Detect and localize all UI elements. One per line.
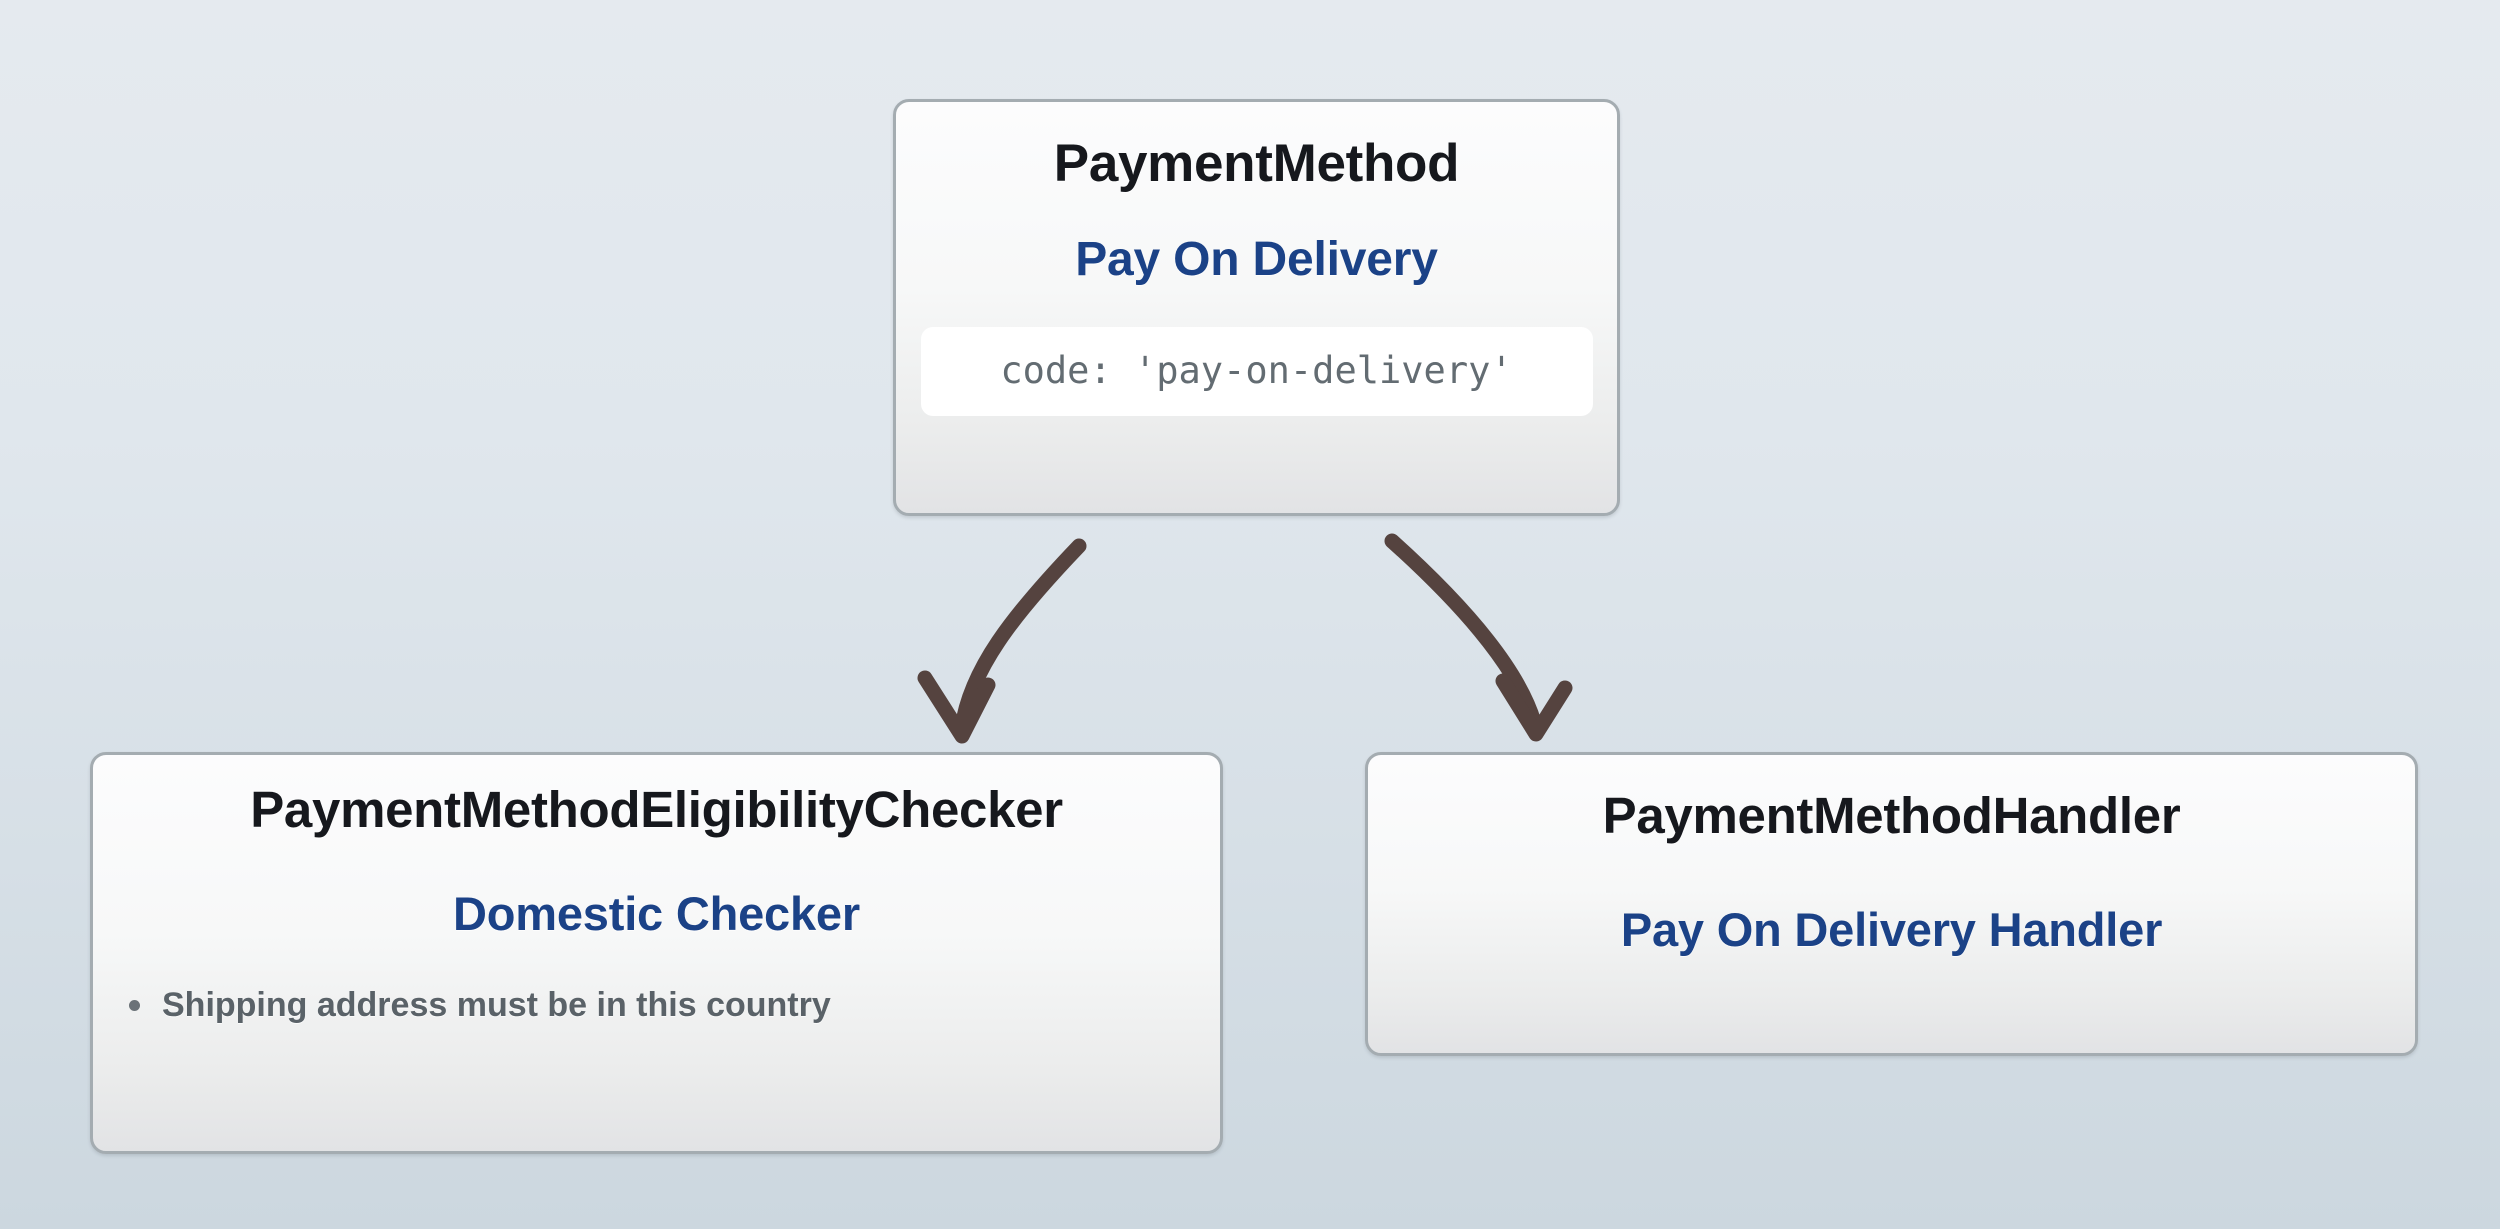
node-payment-method-type: PaymentMethod xyxy=(1053,134,1460,193)
criteria-text: Shipping address must be in this country xyxy=(162,985,831,1024)
node-eligibility-checker-criteria-list: Shipping address must be in this country xyxy=(93,986,1220,1025)
node-payment-method[interactable]: PaymentMethod Pay On Delivery code: 'pay… xyxy=(893,99,1620,516)
node-payment-handler[interactable]: PaymentMethodHandler Pay On Delivery Han… xyxy=(1365,752,2418,1056)
edge-to-payment-handler-arrow xyxy=(1384,533,1573,742)
node-payment-handler-type: PaymentMethodHandler xyxy=(1602,787,2181,844)
node-payment-method-label: Pay On Delivery xyxy=(1075,232,1438,286)
bullet-icon xyxy=(129,999,140,1011)
node-eligibility-checker-type: PaymentMethodEligibilityChecker xyxy=(250,781,1063,838)
node-payment-handler-label: Pay On Delivery Handler xyxy=(1620,902,2163,956)
node-payment-method-code-chip: code: 'pay-on-delivery' xyxy=(920,327,1593,417)
edge-to-eligibility-checker-arrow xyxy=(917,538,1087,744)
node-eligibility-checker-label: Domestic Checker xyxy=(453,886,860,940)
node-eligibility-checker[interactable]: PaymentMethodEligibilityChecker Domestic… xyxy=(90,752,1223,1154)
criteria-list-item: Shipping address must be in this country xyxy=(129,986,1220,1025)
